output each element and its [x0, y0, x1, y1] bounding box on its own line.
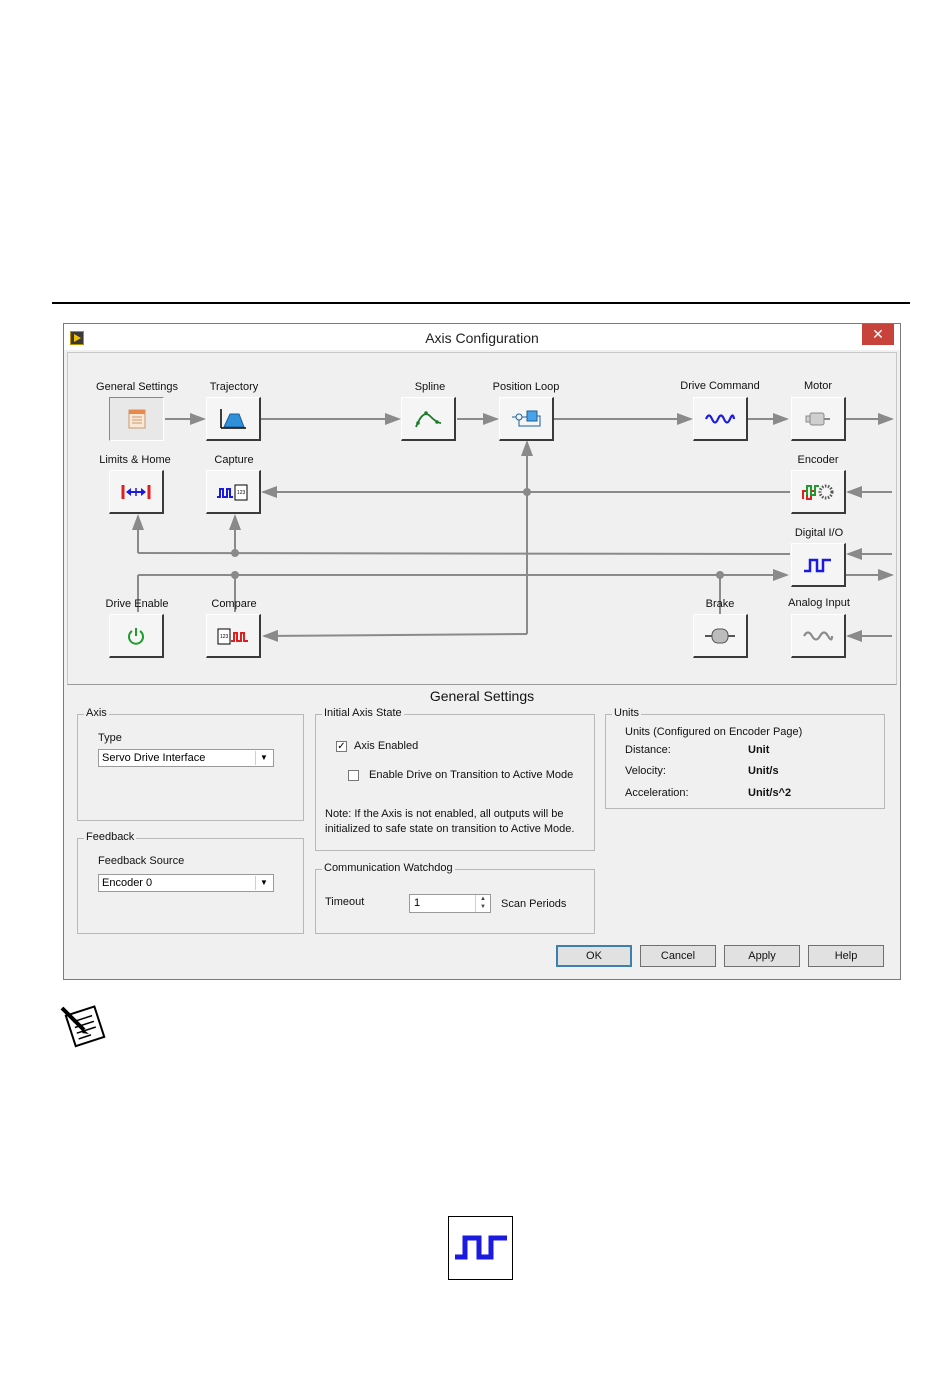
node-label-encoder: Encoder — [797, 454, 839, 466]
capture-button[interactable]: 123 — [206, 470, 261, 514]
spin-up-icon[interactable]: ▲ — [480, 896, 486, 902]
help-button[interactable]: Help — [808, 945, 884, 967]
drive-command-button[interactable] — [693, 397, 748, 441]
settings-sheet-icon — [128, 409, 145, 429]
apply-button[interactable]: Apply — [724, 945, 800, 967]
motor-icon — [805, 412, 830, 425]
feedback-group-legend: Feedback — [84, 831, 137, 843]
limits-arrows-icon — [121, 484, 151, 499]
power-icon — [128, 627, 144, 645]
cancel-button[interactable]: Cancel — [640, 945, 716, 967]
note-pencil-icon — [58, 1004, 114, 1053]
velocity-unit-value: Unit/s — [748, 765, 779, 777]
close-button[interactable]: ✕ — [862, 324, 894, 345]
limits-home-button[interactable] — [109, 470, 164, 514]
node-label-general-settings: General Settings — [96, 381, 178, 393]
axis-type-value: Servo Drive Interface — [102, 752, 206, 764]
labview-app-icon — [70, 331, 84, 345]
axis-type-select[interactable]: Servo Drive Interface ▼ — [98, 749, 274, 767]
node-label-analog-input: Analog Input — [788, 597, 850, 609]
brake-button[interactable] — [693, 614, 748, 658]
node-label-limits-home: Limits & Home — [99, 454, 171, 466]
communication-watchdog-group: Communication Watchdog Timeout 1 ▲ ▼ Sca… — [315, 862, 595, 934]
page-horizontal-rule — [52, 302, 910, 304]
node-label-drive-enable: Drive Enable — [105, 598, 169, 610]
acceleration-label: Acceleration: — [625, 787, 689, 799]
node-label-capture: Capture — [214, 454, 254, 466]
axis-enabled-label: Axis Enabled — [354, 740, 419, 752]
note-line-1: Note: If the Axis is not enabled, all ou… — [325, 808, 564, 820]
enable-drive-checkbox[interactable] — [348, 770, 359, 781]
feedback-group: Feedback Feedback Source Encoder 0 ▼ — [77, 831, 304, 934]
units-legend: Units — [612, 707, 642, 719]
node-label-brake: Brake — [705, 598, 735, 610]
feedback-source-select[interactable]: Encoder 0 ▼ — [98, 874, 274, 892]
units-caption: Units (Configured on Encoder Page) — [625, 726, 803, 738]
timeout-label: Timeout — [325, 896, 365, 908]
type-label: Type — [98, 732, 122, 744]
axis-group-legend: Axis — [84, 707, 109, 719]
initial-axis-state-group: Initial Axis State ✓ Axis Enabled Enable… — [315, 707, 595, 851]
axis-block-diagram: General Settings Trajectory Spline — [67, 352, 897, 685]
digital-pulse-icon — [455, 1235, 507, 1260]
feedback-source-label: Feedback Source — [98, 855, 185, 867]
compare-button[interactable]: 123 — [206, 614, 261, 658]
title-bar[interactable]: Axis Configuration ✕ — [64, 324, 900, 350]
node-label-digital-io: Digital I/O — [794, 527, 844, 539]
node-label-spline: Spline — [414, 381, 446, 393]
timeout-value: 1 — [414, 897, 421, 909]
units-group: Units Units (Configured on Encoder Page)… — [605, 707, 885, 809]
position-loop-button[interactable] — [499, 397, 554, 441]
scan-periods-label: Scan Periods — [501, 898, 567, 910]
node-label-compare: Compare — [211, 598, 257, 610]
analog-input-button[interactable] — [791, 614, 846, 658]
velocity-label: Velocity: — [625, 765, 666, 777]
brake-icon — [705, 628, 735, 643]
distance-unit-value: Unit — [748, 744, 770, 756]
spline-button[interactable] — [401, 397, 456, 441]
diagram-wires — [132, 413, 894, 642]
digital-io-button[interactable] — [791, 543, 846, 587]
trajectory-button[interactable] — [206, 397, 261, 441]
spline-curve-icon — [415, 410, 442, 427]
svg-text:123: 123 — [237, 490, 246, 496]
drive-enable-button[interactable] — [109, 614, 164, 658]
note-line-2: initialized to safe state on transition … — [325, 823, 575, 835]
general-settings-title: General Settings — [429, 688, 535, 704]
digital-io-large-icon-box — [448, 1216, 513, 1280]
enable-drive-label: Enable Drive on Transition to Active Mod… — [369, 769, 574, 781]
node-label-motor: Motor — [803, 380, 833, 392]
encoder-button[interactable] — [791, 470, 846, 514]
acceleration-unit-value: Unit/s^2 — [748, 787, 792, 799]
spin-down-icon[interactable]: ▼ — [480, 904, 486, 910]
compare-icon: 123 — [217, 628, 248, 644]
trajectory-profile-icon — [220, 408, 246, 429]
distance-label: Distance: — [625, 744, 671, 756]
node-label-position-loop: Position Loop — [492, 381, 560, 393]
encoder-icon — [802, 484, 834, 500]
communication-watchdog-legend: Communication Watchdog — [322, 862, 455, 874]
axis-group: Axis Type Servo Drive Interface ▼ — [77, 707, 304, 821]
initial-axis-state-legend: Initial Axis State — [322, 707, 404, 719]
node-label-drive-command: Drive Command — [680, 380, 760, 392]
timeout-stepper[interactable]: 1 ▲ ▼ — [409, 894, 491, 913]
axis-configuration-window: Axis Configuration ✕ — [63, 323, 901, 980]
capture-icon: 123 — [217, 484, 248, 500]
chevron-down-icon[interactable]: ▼ — [255, 876, 272, 890]
node-label-trajectory: Trajectory — [209, 381, 259, 393]
axis-enabled-checkbox[interactable]: ✓ — [336, 741, 347, 752]
digital-pulse-icon — [804, 558, 831, 572]
ok-button[interactable]: OK — [556, 945, 632, 967]
motor-button[interactable] — [791, 397, 846, 441]
general-settings-button[interactable] — [109, 397, 164, 441]
wave-icon — [704, 413, 736, 424]
position-loop-icon — [512, 410, 541, 426]
svg-text:123: 123 — [220, 634, 229, 640]
feedback-source-value: Encoder 0 — [102, 877, 153, 889]
analog-wave-icon — [803, 630, 834, 641]
window-title: Axis Configuration — [425, 330, 539, 346]
chevron-down-icon[interactable]: ▼ — [255, 751, 272, 765]
